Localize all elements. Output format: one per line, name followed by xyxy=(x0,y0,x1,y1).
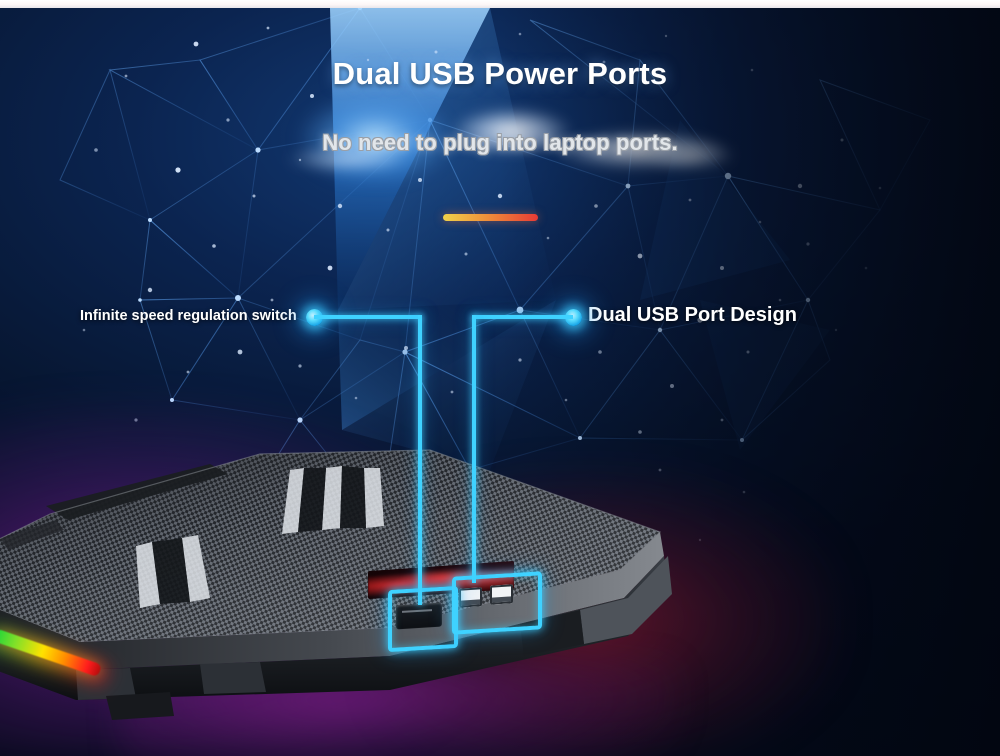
laptop-cooling-pad xyxy=(0,449,672,720)
callout-label-speed-switch: Infinite speed regulation switch xyxy=(80,308,297,324)
callout-line-usb-vertical xyxy=(472,315,476,583)
callout-label-dual-usb: Dual USB Port Design xyxy=(588,304,797,326)
highlight-box-usb-ports xyxy=(452,571,542,635)
callout-line-speed-vertical xyxy=(418,315,422,605)
top-white-strip xyxy=(0,0,1000,8)
page-title: Dual USB Power Ports xyxy=(332,56,668,91)
callout-line-usb-horizontal xyxy=(472,315,573,319)
gradient-divider xyxy=(443,214,538,221)
callout-dot-dual-usb xyxy=(565,309,582,326)
page-subtitle: No need to plug into laptop ports. xyxy=(322,130,678,155)
callout-line-speed-horizontal xyxy=(314,315,422,319)
highlight-box-speed-switch xyxy=(388,585,458,653)
